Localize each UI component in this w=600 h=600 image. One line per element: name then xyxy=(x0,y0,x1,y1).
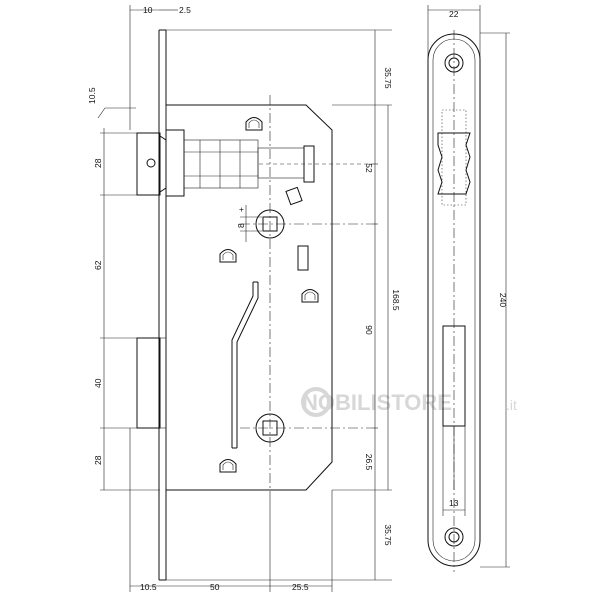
dim-plate-22: 22 xyxy=(449,9,459,19)
dim-left-62: 62 xyxy=(93,260,103,270)
dim-bottom-50: 50 xyxy=(210,582,220,592)
watermark-logo-icon xyxy=(301,387,331,417)
watermark: NOBILISTORE .it xyxy=(301,387,517,417)
follower-hub xyxy=(255,186,303,239)
dim-small-8-plus: + xyxy=(236,207,246,212)
dim-top-2-5: 2.5 xyxy=(179,5,191,15)
faceplate-side-view: 22 240 13 xyxy=(427,5,510,572)
screw-lug-icon xyxy=(219,249,237,263)
lock-body xyxy=(165,104,333,491)
screw-lug-icon xyxy=(301,289,319,303)
dead-bolt xyxy=(136,337,166,429)
screw-lug-icon xyxy=(245,117,263,131)
dim-plate-13: 13 xyxy=(449,498,459,508)
front-faceplate xyxy=(158,29,167,581)
dim-right-35-75-top: 35.75 xyxy=(383,67,393,89)
body-slot xyxy=(297,245,309,271)
dim-left-28-top: 28 xyxy=(93,158,103,168)
dim-right-52: 52 xyxy=(364,163,374,173)
lever-arm xyxy=(231,281,259,449)
dim-right-26-5: 26.5 xyxy=(364,454,374,471)
dim-top-10: 10 xyxy=(143,5,153,15)
dim-bottom-25-5: 25.5 xyxy=(292,582,309,592)
watermark-suffix: .it xyxy=(506,397,517,413)
dim-left-40: 40 xyxy=(93,378,103,388)
dim-plate-240: 240 xyxy=(498,293,508,307)
centre-lines xyxy=(240,95,372,500)
dim-bottom-10-5: 10.5 xyxy=(140,582,157,592)
dim-top-10-5: 10.5 xyxy=(87,87,97,104)
dim-right-35-75-bottom: 35.75 xyxy=(383,524,393,546)
screw-lug-icon xyxy=(219,459,237,473)
screw-lugs xyxy=(219,117,319,473)
dimensions-front: 10 2.5 10.5 28 62 40 28 35.75 52 90 26.5… xyxy=(87,5,401,592)
watermark-brand: NOBILISTORE xyxy=(302,390,452,415)
dim-right-90: 90 xyxy=(364,325,374,335)
dim-small-8: 8 xyxy=(236,223,246,228)
dim-right-168-5: 168.5 xyxy=(391,289,401,311)
dim-left-28-bottom: 28 xyxy=(93,455,103,465)
latch-bolt xyxy=(136,129,315,197)
